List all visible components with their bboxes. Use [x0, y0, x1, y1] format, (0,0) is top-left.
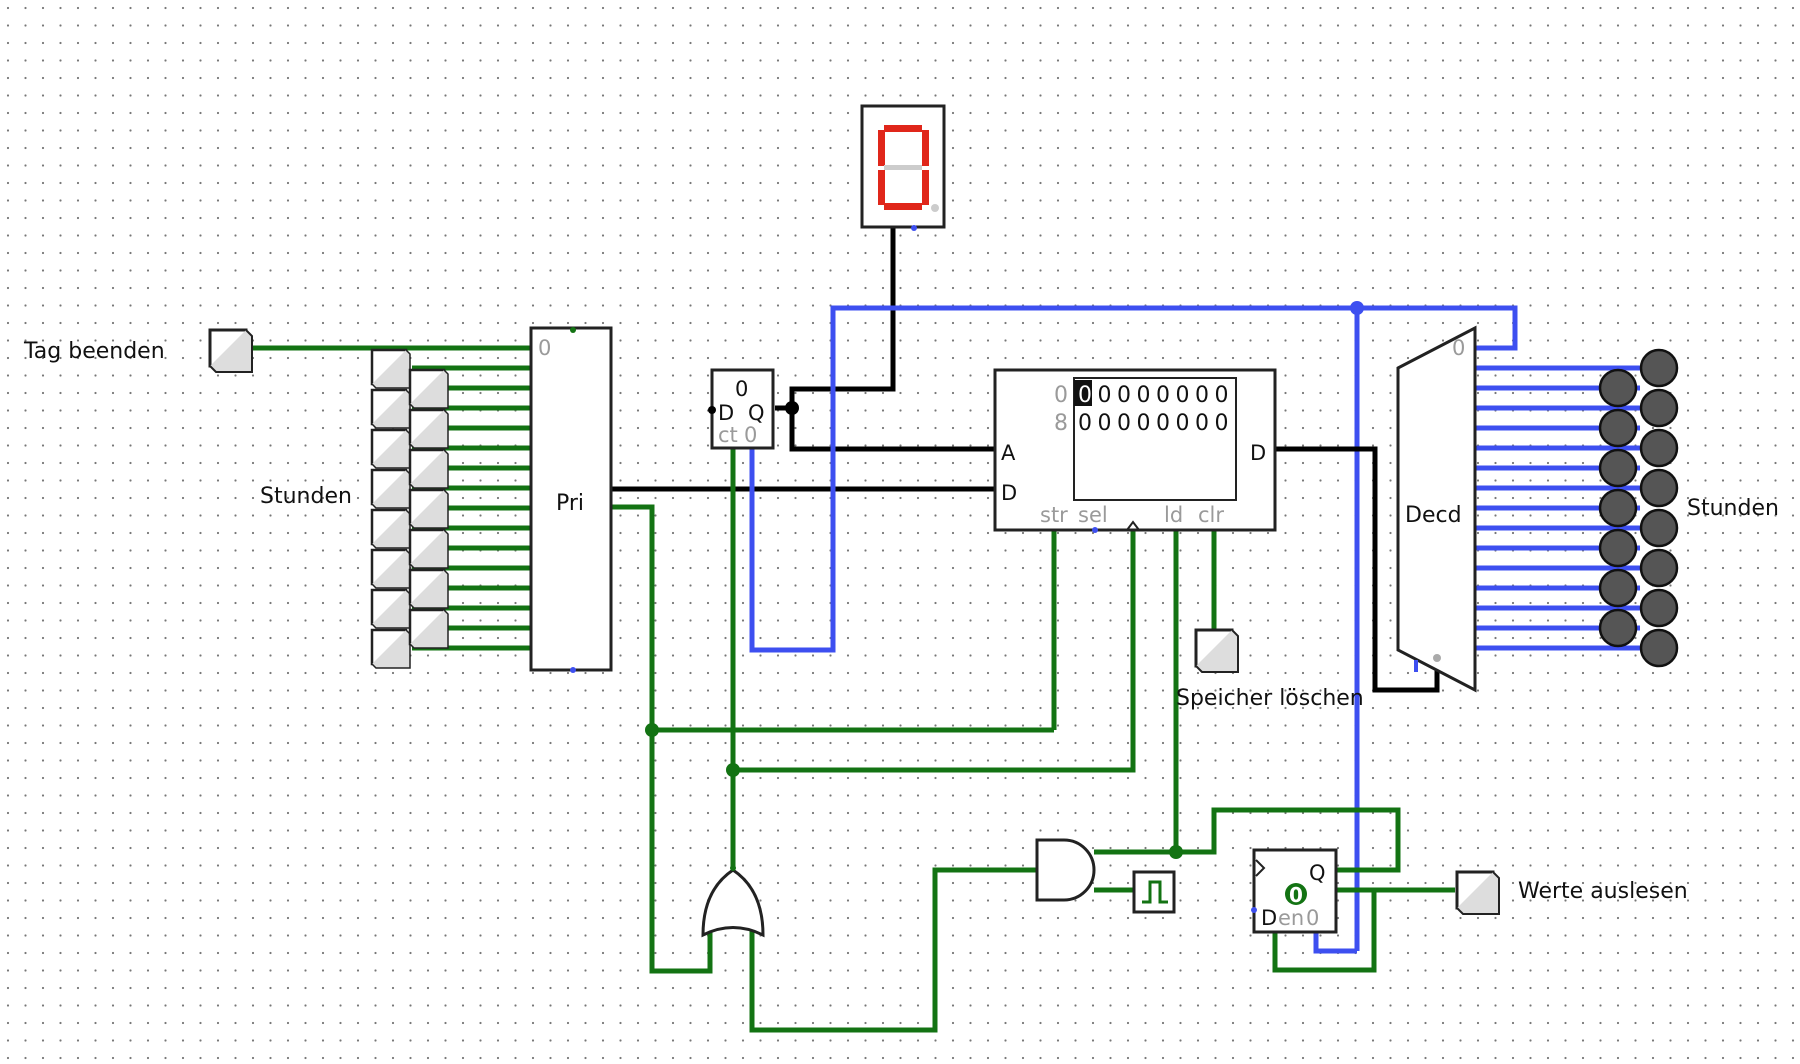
led: [1639, 628, 1679, 668]
ram-ld: ld: [1164, 503, 1183, 527]
led: [1598, 608, 1638, 648]
led: [1639, 428, 1679, 468]
ram-cell: 0: [1156, 411, 1170, 436]
ram-cell: 0: [1156, 383, 1170, 408]
stunden-button[interactable]: [408, 608, 449, 649]
stunden-button[interactable]: [408, 528, 449, 569]
decoder[interactable]: 0 Decd: [1396, 325, 1477, 693]
ram-cell: 0: [1078, 383, 1092, 408]
stunden-button[interactable]: [370, 628, 411, 669]
stunden-button[interactable]: [408, 568, 449, 609]
led: [1598, 408, 1638, 448]
register-init: 0: [735, 377, 748, 401]
speicher-loeschen-input[interactable]: [1194, 628, 1239, 673]
stunden-button[interactable]: [408, 408, 449, 449]
wire-junctions: [645, 301, 1364, 859]
ram-d-in: D: [1001, 481, 1017, 505]
ram-row0-addr: 0: [1054, 383, 1068, 408]
led: [1639, 388, 1679, 428]
ram-cell: 0: [1117, 383, 1131, 408]
and-gate: [1035, 838, 1096, 902]
stunden-input-group[interactable]: [370, 348, 449, 669]
ram-sel: sel: [1078, 503, 1108, 527]
ram-cell: 0: [1215, 411, 1229, 436]
stunden-output-label: Stunden: [1687, 496, 1779, 521]
counter-zero: 0: [1306, 906, 1319, 930]
register-ct: ct: [718, 423, 738, 447]
led: [1598, 568, 1638, 608]
stunden-button[interactable]: [370, 548, 411, 589]
counter[interactable]: 0 Q D en 0: [1251, 848, 1338, 934]
led: [1598, 488, 1638, 528]
tag-beenden-input[interactable]: [208, 328, 253, 373]
ram-row1-addr: 8: [1054, 411, 1068, 436]
led: [1639, 348, 1679, 388]
stunden-button[interactable]: [370, 508, 411, 549]
priority-encoder-input0: 0: [538, 336, 551, 360]
or-gate: [701, 865, 765, 938]
clock-source[interactable]: [1132, 870, 1176, 914]
stunden-button[interactable]: [408, 368, 449, 409]
ram-cell: 0: [1137, 383, 1151, 408]
ram-cell: 0: [1137, 411, 1151, 436]
decoder-label: Decd: [1405, 503, 1462, 528]
register-zero: 0: [744, 423, 757, 447]
ram-cell: 0: [1098, 411, 1112, 436]
ram-cell: 0: [1098, 383, 1112, 408]
ram-d-out: D: [1250, 441, 1266, 465]
stunden-button[interactable]: [370, 428, 411, 469]
ram-str: str: [1040, 503, 1068, 527]
led: [1598, 448, 1638, 488]
counter-value: 0: [1289, 883, 1303, 907]
seven-segment-display: [860, 104, 946, 231]
ram-cell: 0: [1195, 383, 1209, 408]
stunden-button[interactable]: [370, 468, 411, 509]
ram-cell: 0: [1176, 411, 1190, 436]
led: [1639, 468, 1679, 508]
ram-a: A: [1001, 441, 1016, 465]
stunden-button[interactable]: [370, 388, 411, 429]
ram-clr: clr: [1198, 503, 1224, 527]
register-q: Q: [748, 401, 765, 425]
counter-d: D: [1261, 906, 1277, 930]
priority-encoder[interactable]: 0 Pri: [529, 326, 613, 673]
ram-cell: 0: [1215, 383, 1229, 408]
decoder-out0: 0: [1452, 336, 1465, 360]
priority-encoder-label: Pri: [556, 491, 584, 516]
ram-cell: 0: [1078, 411, 1092, 436]
werte-auslesen-label: Werte auslesen: [1518, 879, 1688, 904]
led: [1598, 528, 1638, 568]
led: [1639, 588, 1679, 628]
ram-cell: 0: [1176, 383, 1190, 408]
counter-en: en: [1278, 906, 1304, 930]
stunden-led-group: [1598, 348, 1679, 668]
stunden-button[interactable]: [408, 448, 449, 489]
led: [1639, 508, 1679, 548]
led: [1598, 368, 1638, 408]
ram-cell: 0: [1195, 411, 1209, 436]
stunden-button[interactable]: [370, 348, 411, 389]
stunden-button[interactable]: [408, 488, 449, 529]
register-d: D: [718, 401, 734, 425]
led: [1639, 548, 1679, 588]
ram-cell: 0: [1117, 411, 1131, 436]
werte-auslesen-input[interactable]: [1455, 870, 1500, 915]
stunden-button[interactable]: [370, 588, 411, 629]
tag-beenden-label: Tag beenden: [23, 339, 165, 364]
register[interactable]: 0 D Q ct 0: [708, 368, 775, 450]
speicher-loeschen-label: Speicher löschen: [1176, 686, 1364, 711]
counter-q: Q: [1309, 861, 1326, 885]
stunden-input-label: Stunden: [260, 484, 352, 509]
